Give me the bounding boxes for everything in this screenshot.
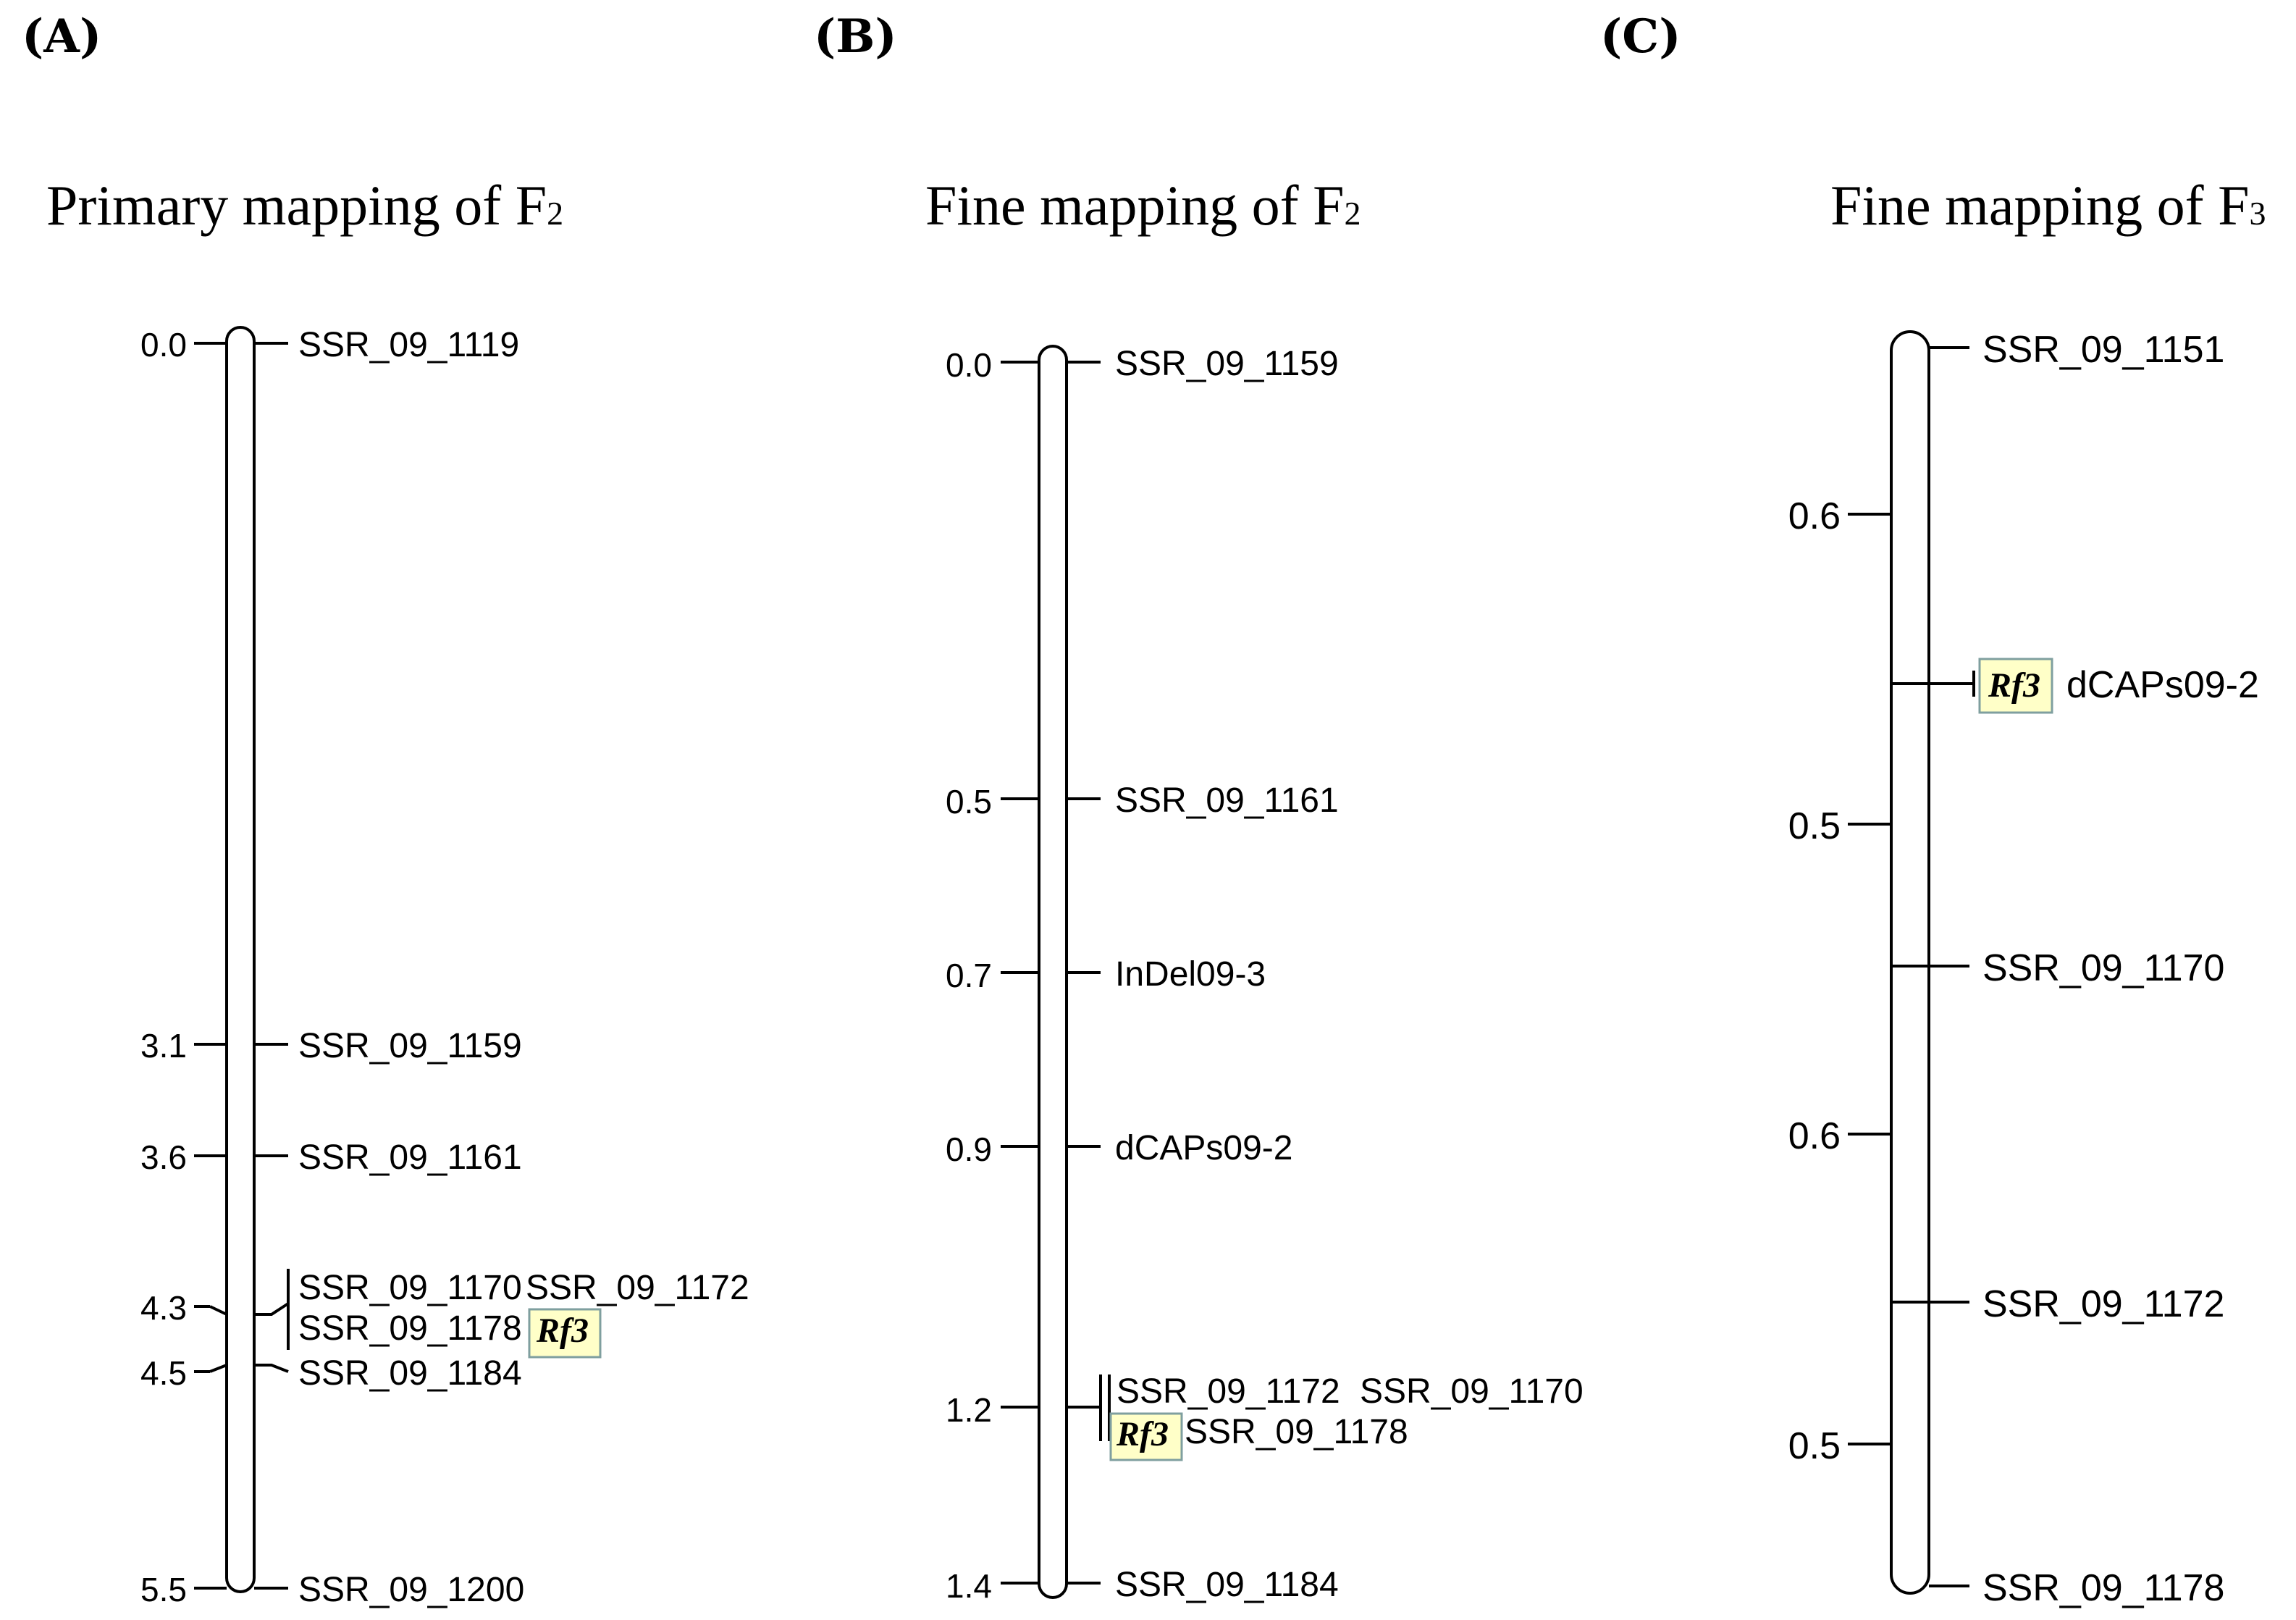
panel-a: (A) Primary mapping of F2 0.0 3.1 3.6 4.…: [22, 9, 749, 1609]
panel-b-marker: SSR_09_1161: [1115, 781, 1339, 820]
panel-c-title: Fine mapping of F3: [1830, 174, 2266, 237]
panel-a-position: 4.3: [140, 1289, 187, 1327]
panel-c-chromosome: [1890, 330, 1930, 1595]
panel-b-marker: SSR_09_1178: [1185, 1413, 1408, 1451]
panel-c-marker: SSR_09_1170: [1982, 947, 2224, 989]
panel-a-position: 3.1: [140, 1027, 187, 1065]
panel-c-gene-label: Rf3: [1988, 666, 2040, 705]
panel-c-marker: SSR_09_1172: [1982, 1283, 2224, 1325]
panel-c-marker: dCAPs09-2: [2066, 664, 2259, 706]
panel-a-letter: (A): [22, 9, 101, 64]
panel-b-gene-highlight: [1109, 1412, 1183, 1461]
panel-a-tick: [209, 1364, 227, 1373]
panel-b-marker: SSR_09_1170: [1360, 1372, 1584, 1411]
panel-a-marker: SSR_09_1172: [526, 1269, 749, 1307]
panel-a-marker: SSR_09_1200: [298, 1571, 524, 1609]
panel-c-position: 0.5: [1788, 1425, 1841, 1467]
panel-a-marker: SSR_09_1159: [298, 1027, 522, 1065]
panel-a-position: 0.0: [140, 326, 187, 364]
panel-c: (C) Fine mapping of F3 0.6 0.5 0.6 0.5 S…: [1600, 9, 2266, 1609]
panel-b-letter: (B): [814, 9, 897, 64]
panel-a-position: 5.5: [140, 1571, 187, 1608]
panel-a-marker: SSR_09_1119: [298, 326, 519, 364]
panel-a-gene-label: Rf3: [536, 1311, 589, 1350]
panel-a-tick: [254, 1364, 289, 1373]
panel-a-tick: [254, 1302, 290, 1316]
panel-c-marker: SSR_09_1178: [1982, 1567, 2224, 1609]
panel-b: (B) Fine mapping of F2 0.0 0.5 0.7 0.9 1…: [814, 9, 1584, 1605]
panel-c-marker: SSR_09_1151: [1982, 329, 2224, 371]
panel-b-position: 0.7: [946, 957, 992, 994]
panel-a-chromosome: [225, 326, 256, 1593]
panel-b-position: 0.5: [946, 783, 992, 821]
panel-b-chromosome: [1038, 345, 1068, 1599]
panel-b-position: 1.2: [946, 1391, 992, 1429]
panel-c-position: 0.6: [1788, 495, 1841, 537]
panel-c-position: 0.5: [1788, 805, 1841, 847]
panel-a-marker: SSR_09_1184: [298, 1354, 522, 1393]
panel-b-marker: SSR_09_1184: [1115, 1566, 1339, 1604]
panel-b-position: 1.4: [946, 1567, 992, 1605]
panel-a-marker: SSR_09_1161: [298, 1138, 522, 1177]
panel-b-marker: InDel09-3: [1115, 955, 1266, 994]
panel-b-marker: dCAPs09-2: [1115, 1129, 1292, 1167]
panel-b-marker: SSR_09_1172: [1117, 1372, 1340, 1411]
panel-a-gene-highlight: [528, 1308, 602, 1359]
panel-b-gene-label: Rf3: [1116, 1415, 1169, 1453]
panel-a-position: 4.5: [140, 1354, 187, 1392]
panel-b-position: 0.9: [946, 1130, 992, 1168]
panel-b-position: 0.0: [946, 346, 992, 384]
panel-c-position: 0.6: [1788, 1115, 1841, 1157]
panel-c-gene-highlight: [1978, 658, 2053, 714]
panel-b-marker: SSR_09_1159: [1115, 345, 1339, 383]
panel-a-tick: [209, 1305, 227, 1316]
panel-a-marker: SSR_09_1170: [298, 1269, 522, 1307]
panel-c-letter: (C): [1600, 9, 1681, 64]
panel-a-title: Primary mapping of F2: [46, 174, 563, 237]
panel-a-marker: SSR_09_1178: [298, 1309, 522, 1348]
panel-b-title: Fine mapping of F2: [925, 174, 1361, 237]
panel-a-position: 3.6: [140, 1138, 187, 1176]
